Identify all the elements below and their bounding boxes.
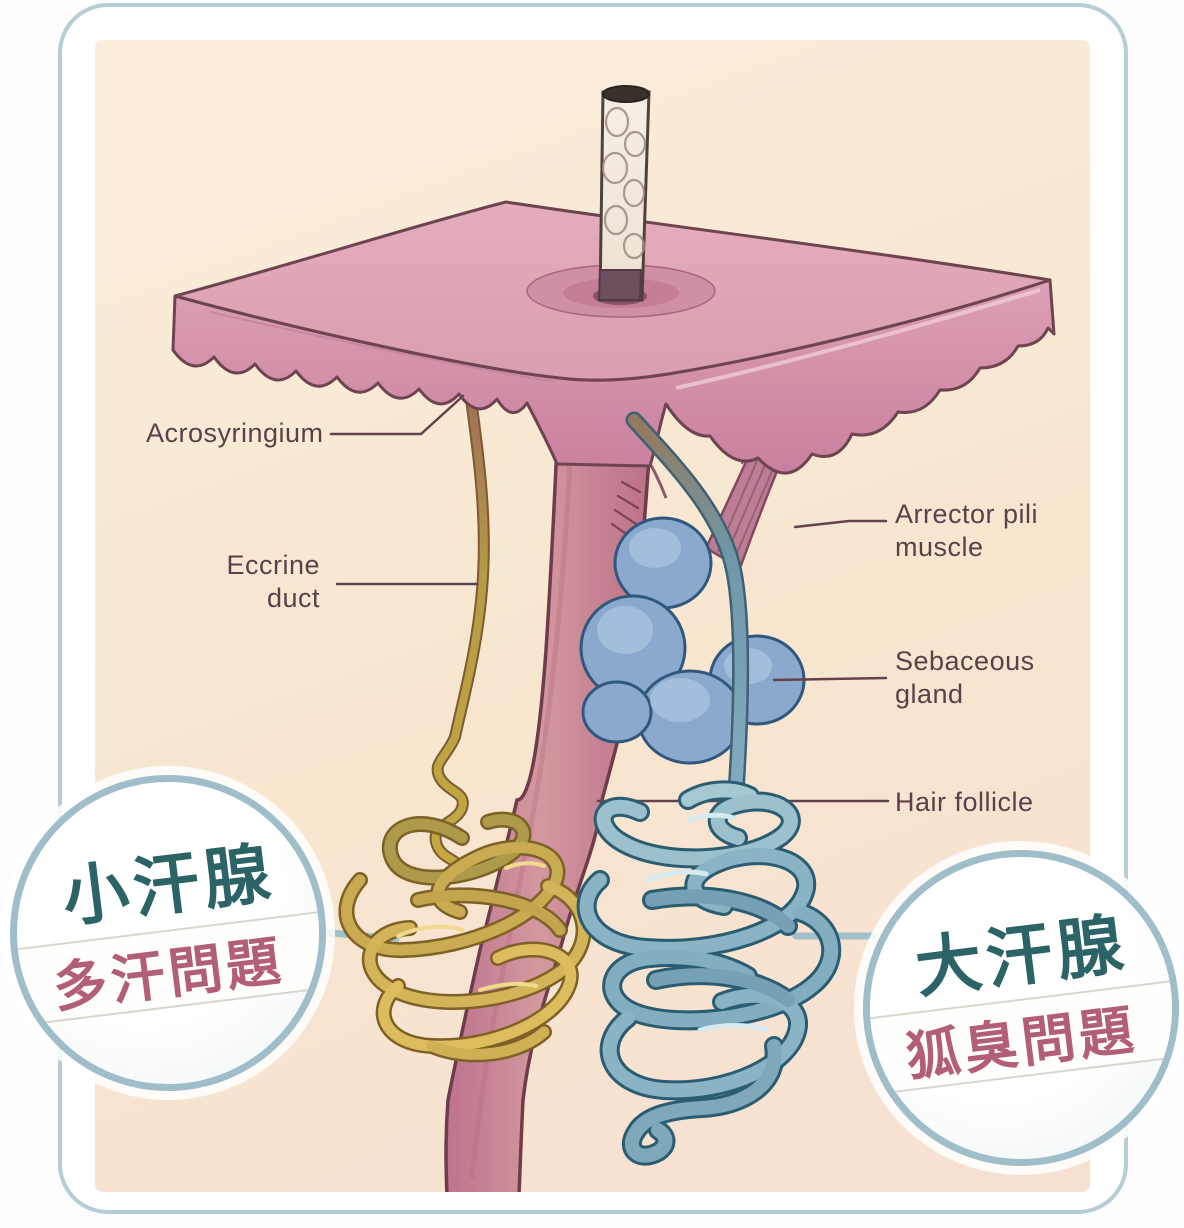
label-hair-follicle-text: Hair follicle [895, 787, 1034, 817]
sebaceous-gland-leader-line [772, 676, 888, 682]
label-sebaceous-gland-line1: Sebaceous [895, 646, 1035, 676]
apocrine-duct-tube [625, 411, 750, 801]
label-acrosyringium: Acrosyringium [146, 417, 324, 450]
eccrine-badge: 多汗問題 小汗腺 [10, 775, 326, 1091]
eccrine-duct-tube [429, 386, 490, 868]
hair-shaft-cap [602, 85, 650, 103]
label-eccrine-duct-line2: duct [266, 583, 320, 613]
apocrine-badge: 狐臭問題 大汗腺 [863, 850, 1179, 1166]
sebaceous-gland [579, 516, 806, 765]
label-arrector-pili-line2: muscle [895, 532, 984, 562]
label-hair-follicle: Hair follicle [895, 786, 1034, 819]
label-leader-lines [329, 394, 890, 803]
apocrine-gland-coil [576, 780, 842, 1166]
label-sebaceous-gland-line2: gland [895, 679, 964, 709]
acrosyringium-leader-line [329, 394, 465, 436]
label-arrector-pili: Arrector pili muscle [895, 498, 1038, 564]
label-arrector-pili-line1: Arrector pili [895, 499, 1039, 529]
label-eccrine-duct-line1: Eccrine [226, 550, 320, 580]
label-eccrine-duct: Eccrine duct [180, 549, 320, 615]
arrector-pili-leader-line [793, 519, 888, 529]
hair-shaft [597, 85, 651, 302]
label-sebaceous-gland: Sebaceous gland [895, 645, 1035, 711]
label-acrosyringium-text: Acrosyringium [146, 418, 324, 448]
